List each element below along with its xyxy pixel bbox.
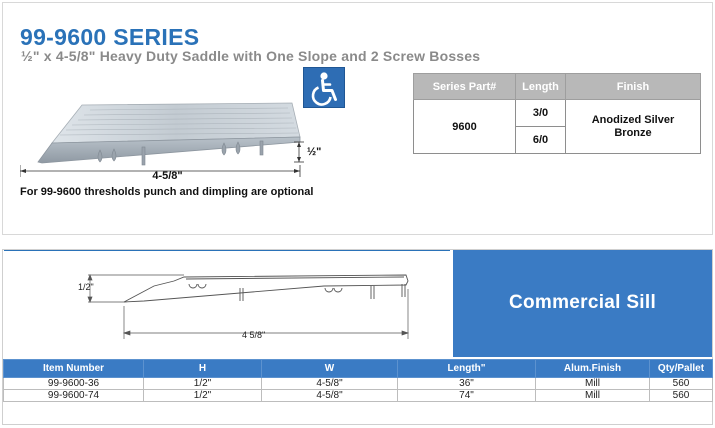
h-cell: 1/2" <box>143 389 262 402</box>
alum-finish-cell: Mill <box>535 389 650 402</box>
profile-drawing-panel: 1/2" 4 5/8" <box>4 250 450 357</box>
item-table: Item Number H W Length" Alum.Finish Qty/… <box>3 359 713 402</box>
qty-pallet-header: Qty/Pallet <box>649 359 713 378</box>
bottom-width-dimension: 4 5/8" <box>242 330 266 340</box>
series-title: 99-9600 SERIES <box>20 24 200 50</box>
finish-cell: Anodized Silver Bronze <box>565 99 701 154</box>
series-part-header: Series Part# <box>413 73 516 100</box>
alum-finish-header: Alum.Finish <box>535 359 650 378</box>
length-cell: 6/0 <box>515 126 566 154</box>
series-part-cell: 9600 <box>413 99 516 154</box>
finish-header: Finish <box>565 73 701 100</box>
top-width-dimension: 4-5/8" <box>152 170 183 182</box>
category-label: Commercial Sill <box>508 292 657 313</box>
length-header: Length <box>515 73 566 100</box>
item-number-cell: 99-9600-36 <box>3 377 144 390</box>
length-cell: 3/0 <box>515 99 566 127</box>
table-row: 99-9600-36 1/2" 4-5/8" 36" Mill 560 <box>3 377 713 390</box>
alum-finish-cell: Mill <box>535 377 650 390</box>
length-cell: 74" <box>397 389 536 402</box>
w-cell: 4-5/8" <box>261 389 398 402</box>
top-height-dimension: ½" <box>307 146 322 158</box>
table-row: 99-9600-74 1/2" 4-5/8" 74" Mill 560 <box>3 389 713 402</box>
qty-pallet-cell: 560 <box>649 389 713 402</box>
length-header: Length" <box>397 359 536 378</box>
series-subtitle: ½" x 4-5/8" Heavy Duty Saddle with One S… <box>21 48 481 64</box>
optional-note: For 99-9600 thresholds punch and dimplin… <box>20 186 314 198</box>
bottom-height-dimension: 1/2" <box>78 282 94 292</box>
sill-cross-section <box>87 274 410 339</box>
w-header: W <box>261 359 398 378</box>
category-banner: Commercial Sill <box>453 250 712 357</box>
wheelchair-accessibility-icon <box>303 67 345 108</box>
h-cell: 1/2" <box>143 377 262 390</box>
commercial-sill-section: 1/2" 4 5/8" Commercial Sill Item Number … <box>2 249 713 425</box>
w-cell: 4-5/8" <box>261 377 398 390</box>
series-table: Series Part# Length Finish 9600 3/0 Anod… <box>413 73 701 154</box>
qty-pallet-cell: 560 <box>649 377 713 390</box>
item-number-header: Item Number <box>3 359 144 378</box>
item-number-cell: 99-9600-74 <box>3 389 144 402</box>
h-header: H <box>143 359 262 378</box>
threshold-profile-render <box>20 102 304 177</box>
length-cell: 36" <box>397 377 536 390</box>
